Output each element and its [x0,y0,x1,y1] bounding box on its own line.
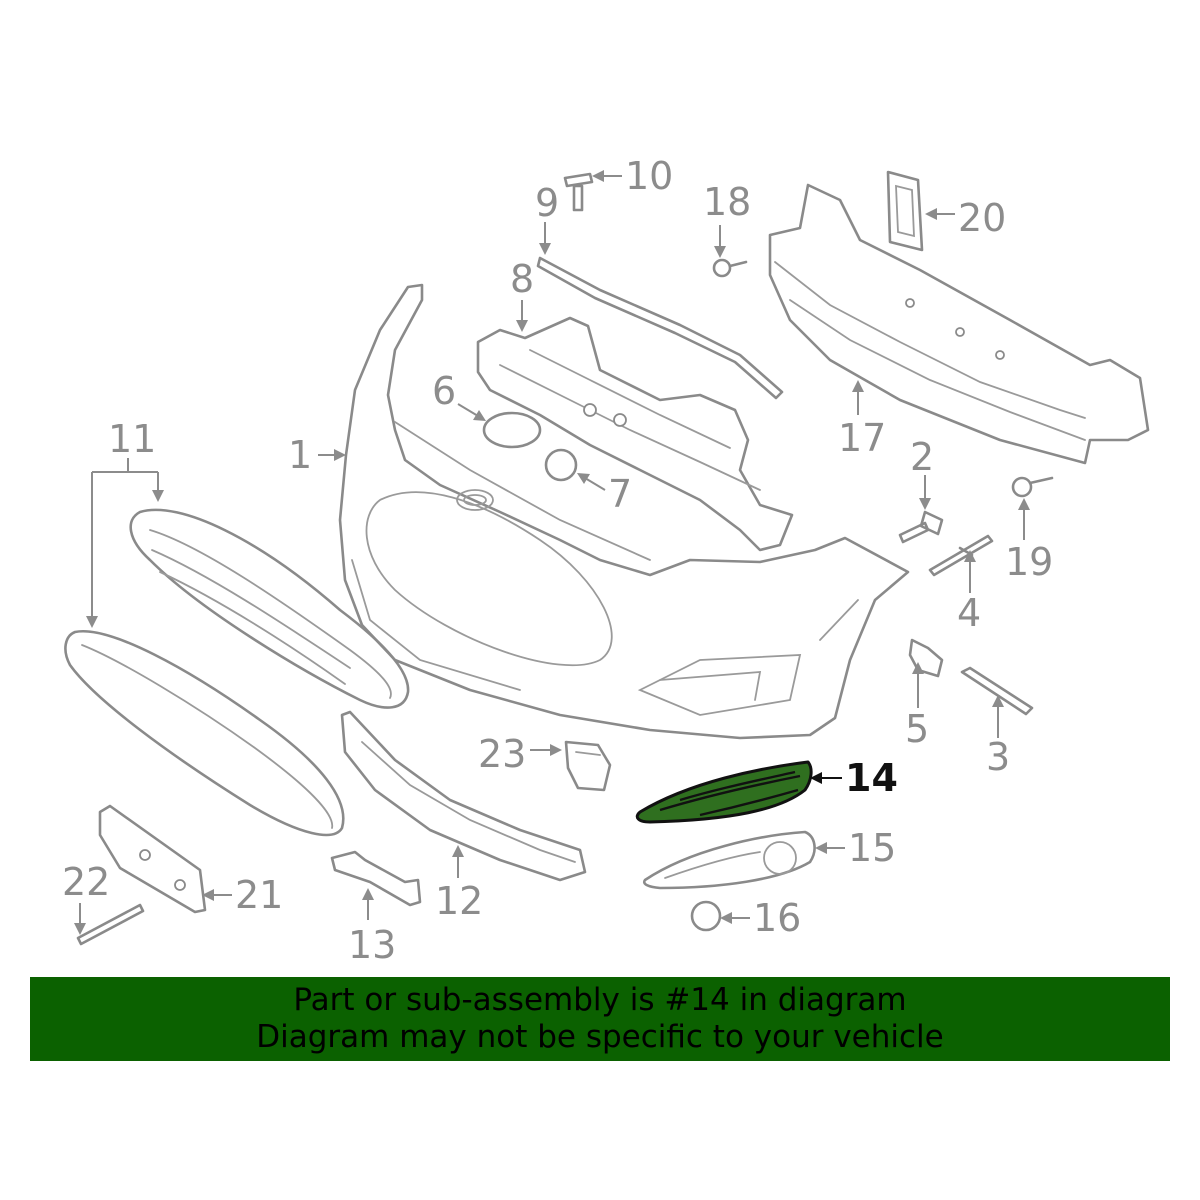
part-15-fog-lamp-bezel[interactable] [642,830,816,890]
callout-12: 12 [435,879,483,923]
part-18-nut[interactable] [712,258,748,278]
callout-2: 2 [910,435,934,479]
part-14-grille-insert-highlighted[interactable] [635,760,813,824]
callout-11: 11 [108,417,156,461]
callout-13: 13 [348,923,396,967]
part-8-upper-bracket[interactable] [476,316,794,552]
callout-10: 10 [625,154,673,198]
part-20-bracket[interactable] [886,170,924,252]
notice-banner: Part or sub-assembly is #14 in diagram D… [30,977,1170,1061]
part-9-seal-strip[interactable] [536,256,784,400]
callout-21: 21 [235,873,283,917]
banner-line-disclaimer: Diagram may not be specific to your vehi… [256,1019,944,1055]
part-16-cap[interactable] [690,900,722,932]
part-11-grille-assembly[interactable] [64,508,410,837]
callout-5: 5 [905,707,929,751]
part-10-bolt[interactable] [563,172,594,212]
callout-4: 4 [957,591,981,635]
part-22-screw[interactable] [76,903,145,946]
part-6-emblem[interactable] [482,411,542,449]
part-19-bolt[interactable] [1011,476,1054,498]
part-1-bumper-cover[interactable] [338,283,910,740]
part-7-plug[interactable] [544,448,578,482]
callout-16: 16 [753,896,801,940]
callout-23: 23 [478,732,526,776]
callout-3: 3 [986,735,1010,779]
callout-15: 15 [848,826,896,870]
part-12-lower-grille[interactable] [340,710,587,882]
callout-1: 1 [288,433,312,477]
part-5-bracket[interactable] [908,638,944,678]
banner-line-part-number: Part or sub-assembly is #14 in diagram [293,982,907,1018]
part-4-clip[interactable] [928,534,994,577]
part-17-reinforcement-beam[interactable] [768,183,1150,465]
callout-6: 6 [432,369,456,413]
callout-leaders [74,170,1030,935]
part-2-bolt[interactable] [898,510,944,544]
callout-14-highlighted: 14 [845,756,898,800]
callout-18: 18 [703,180,751,224]
callout-7: 7 [608,472,632,516]
part-13-bracket[interactable] [330,850,422,907]
part-21-license-bracket[interactable] [98,804,207,914]
callout-8: 8 [510,257,534,301]
callout-17: 17 [838,416,886,460]
callout-20: 20 [958,196,1006,240]
callout-labels: 1 2 3 4 5 6 7 8 9 10 11 12 13 14 15 16 1… [62,154,1053,967]
part-3-trim-strip[interactable] [960,666,1034,716]
part-23-clip[interactable] [564,740,612,792]
callout-19: 19 [1005,540,1053,584]
callout-9: 9 [535,181,559,225]
callout-22: 22 [62,860,110,904]
